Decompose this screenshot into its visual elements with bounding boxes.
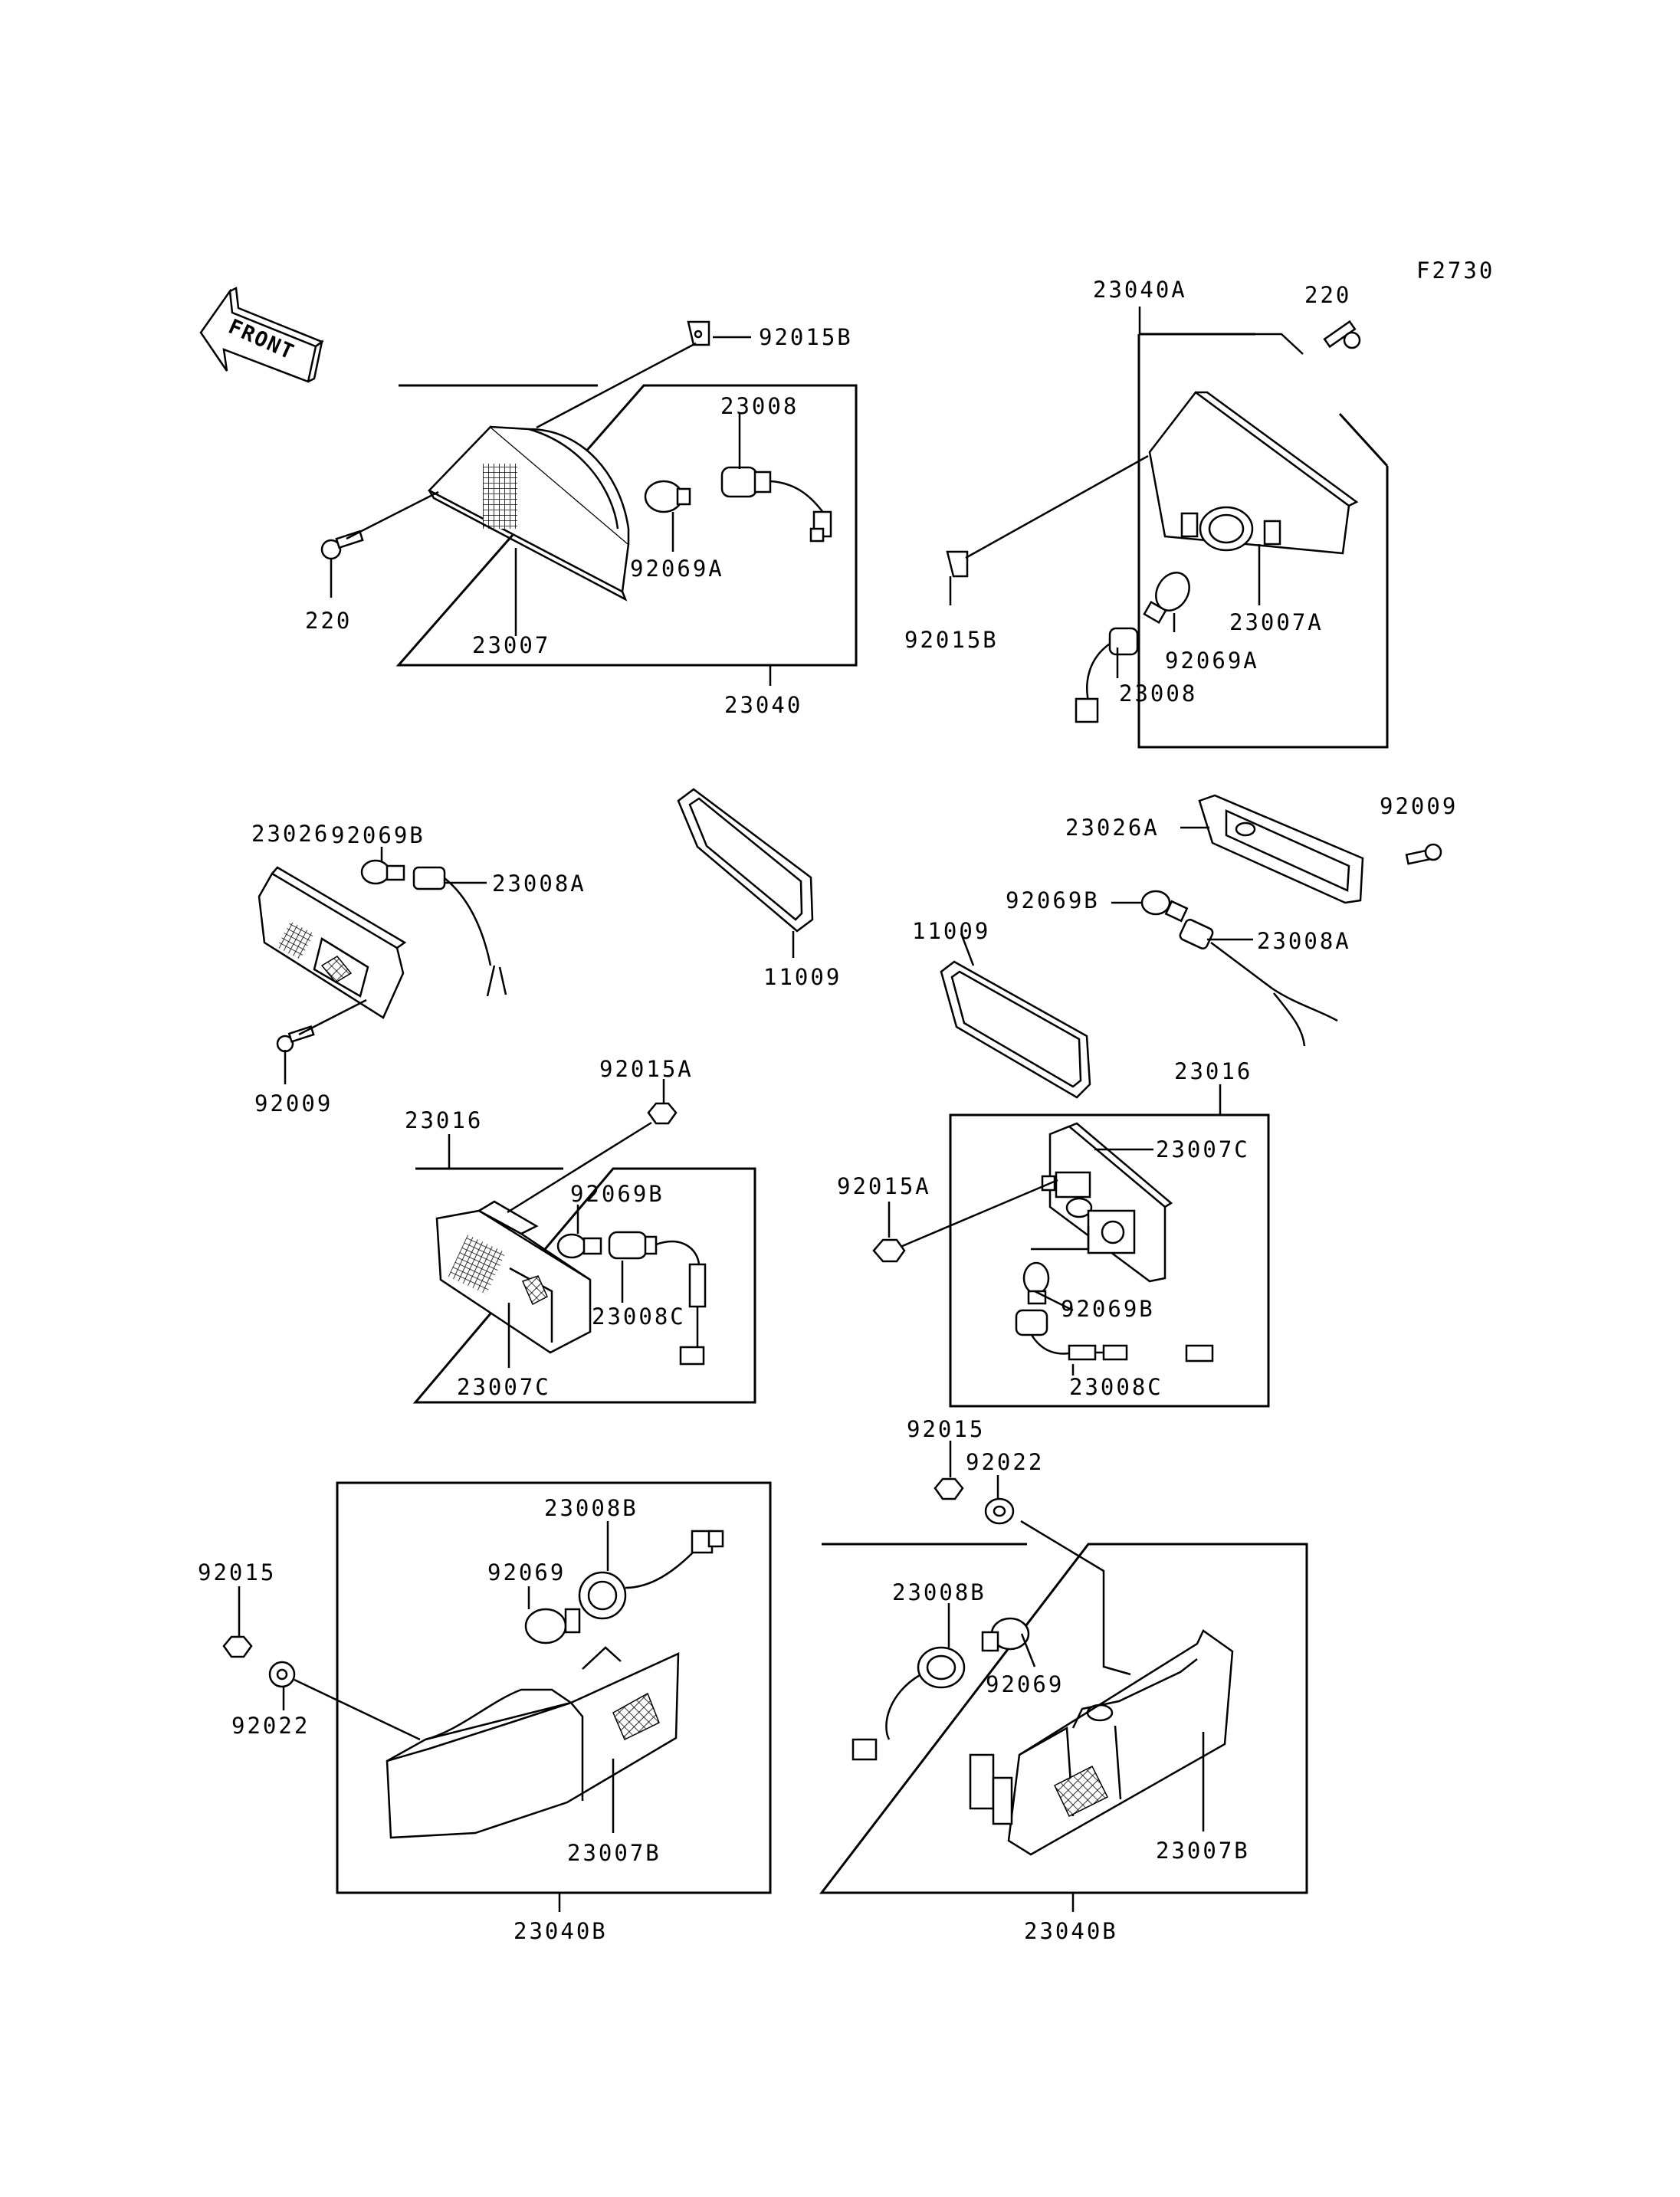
label-92009-b: 92009 <box>1380 793 1458 819</box>
lens-23007A <box>1148 391 1359 555</box>
label-23007A: 23007A <box>1229 609 1324 635</box>
front-arrow-icon: FRONT <box>199 287 324 383</box>
screw-220-right <box>1323 320 1361 349</box>
label-92009-a: 92009 <box>254 1090 333 1117</box>
socket-23008-top <box>720 466 832 543</box>
nut-92015-a <box>222 1635 253 1658</box>
bulb-92069B-b <box>1140 890 1189 923</box>
label-23008A-a: 23008A <box>492 871 586 897</box>
lamp-23026 <box>258 866 407 1019</box>
screw-92009-b <box>1405 843 1442 865</box>
clip-92015B-top <box>687 320 710 346</box>
label-92015B-right: 92015B <box>904 627 999 653</box>
bulb-92069B-c <box>556 1233 602 1259</box>
label-23008C-a: 23008C <box>592 1303 686 1330</box>
label-23008A-b: 23008A <box>1257 928 1351 954</box>
label-11009-b: 11009 <box>912 918 990 944</box>
assembly-23040 <box>320 320 858 686</box>
label-92069-a: 92069 <box>487 1559 566 1585</box>
label-23008B-b: 23008B <box>892 1579 986 1605</box>
label-23026A: 23026A <box>1065 815 1160 841</box>
label-23008C-b: 23008C <box>1069 1374 1163 1400</box>
assembly-23040B-a <box>294 1481 772 1912</box>
label-92015B-top: 92015B <box>759 324 853 350</box>
nut-92015A-b <box>872 1238 906 1263</box>
assembly-23040B-b <box>819 1520 1308 1912</box>
socket-23008C-a <box>608 1231 707 1366</box>
gasket-11009-b <box>940 960 1091 1099</box>
label-92015-a: 92015 <box>198 1559 276 1585</box>
label-23008-right: 23008 <box>1119 680 1197 707</box>
clip-92015B-right <box>946 550 969 578</box>
label-92069A-left: 92069A <box>630 556 724 582</box>
label-92022-a: 92022 <box>231 1713 310 1739</box>
label-92069A-right: 92069A <box>1165 648 1259 674</box>
label-23016-b: 23016 <box>1174 1058 1252 1084</box>
label-23040: 23040 <box>724 692 802 718</box>
label-220-left: 220 <box>305 608 352 634</box>
label-92015A-a: 92015A <box>599 1056 694 1082</box>
socket-23008B-a <box>578 1530 724 1620</box>
nut-92015-b <box>934 1477 964 1500</box>
assembly-23040A <box>946 307 1389 749</box>
gasket-11009-a <box>677 788 814 933</box>
label-92015-b: 92015 <box>907 1416 985 1442</box>
lamp-23007C-b <box>1041 1122 1173 1283</box>
washer-92022-b <box>984 1497 1015 1525</box>
washer-92022-a <box>268 1661 296 1688</box>
socket-23008B-b <box>851 1646 966 1761</box>
assembly-23016-b <box>894 1084 1270 1408</box>
lamp-23007C-a <box>435 1200 592 1354</box>
label-92069-b: 92069 <box>986 1671 1064 1697</box>
label-23007B-b: 23007B <box>1156 1838 1250 1864</box>
socket-23008C-b <box>1015 1309 1214 1362</box>
bulb-92069A-right <box>1143 572 1190 625</box>
label-23008B-a: 23008B <box>544 1495 638 1521</box>
label-23026: 23026 <box>251 821 330 847</box>
socket-23008A-a <box>412 866 507 997</box>
socket-23008-right <box>1075 627 1139 723</box>
label-23008-top: 23008 <box>720 393 799 419</box>
label-23007: 23007 <box>472 632 550 658</box>
label-23007C-b: 23007C <box>1156 1136 1250 1162</box>
bulb-92069-a <box>524 1608 581 1644</box>
lens-23007 <box>427 425 630 602</box>
label-92069B-c: 92069B <box>570 1181 664 1207</box>
bulb-92069-b <box>981 1617 1030 1652</box>
label-92015A-b: 92015A <box>837 1173 931 1199</box>
screw-220-left <box>320 530 364 560</box>
label-92069B-b: 92069B <box>1006 887 1100 913</box>
label-23007C-a: 23007C <box>457 1374 551 1400</box>
label-23040B-a: 23040B <box>514 1918 608 1944</box>
label-23016-a: 23016 <box>405 1107 483 1133</box>
bulb-92069A-left <box>644 480 691 513</box>
lamp-23026A <box>1198 794 1364 904</box>
label-92069B-a: 92069B <box>331 822 425 848</box>
label-11009-a: 11009 <box>763 964 842 990</box>
lamp-23007B-a <box>386 1646 680 1839</box>
bulb-92069B-d <box>1022 1261 1050 1305</box>
socket-23008A-b <box>1179 919 1338 1047</box>
assembly-23016-a <box>412 1121 756 1404</box>
lamp-23007B-b <box>969 1629 1234 1856</box>
label-92022-b: 92022 <box>966 1449 1044 1475</box>
label-23040B-b: 23040B <box>1024 1918 1118 1944</box>
label-23040A: 23040A <box>1093 277 1187 303</box>
label-220-right: 220 <box>1304 282 1351 308</box>
label-23007B-a: 23007B <box>567 1840 661 1866</box>
bulb-92069B-a <box>360 859 405 885</box>
figure-code: F2730 <box>1416 257 1495 284</box>
nut-92015A-a <box>647 1102 678 1125</box>
label-92069B-d: 92069B <box>1061 1296 1155 1322</box>
